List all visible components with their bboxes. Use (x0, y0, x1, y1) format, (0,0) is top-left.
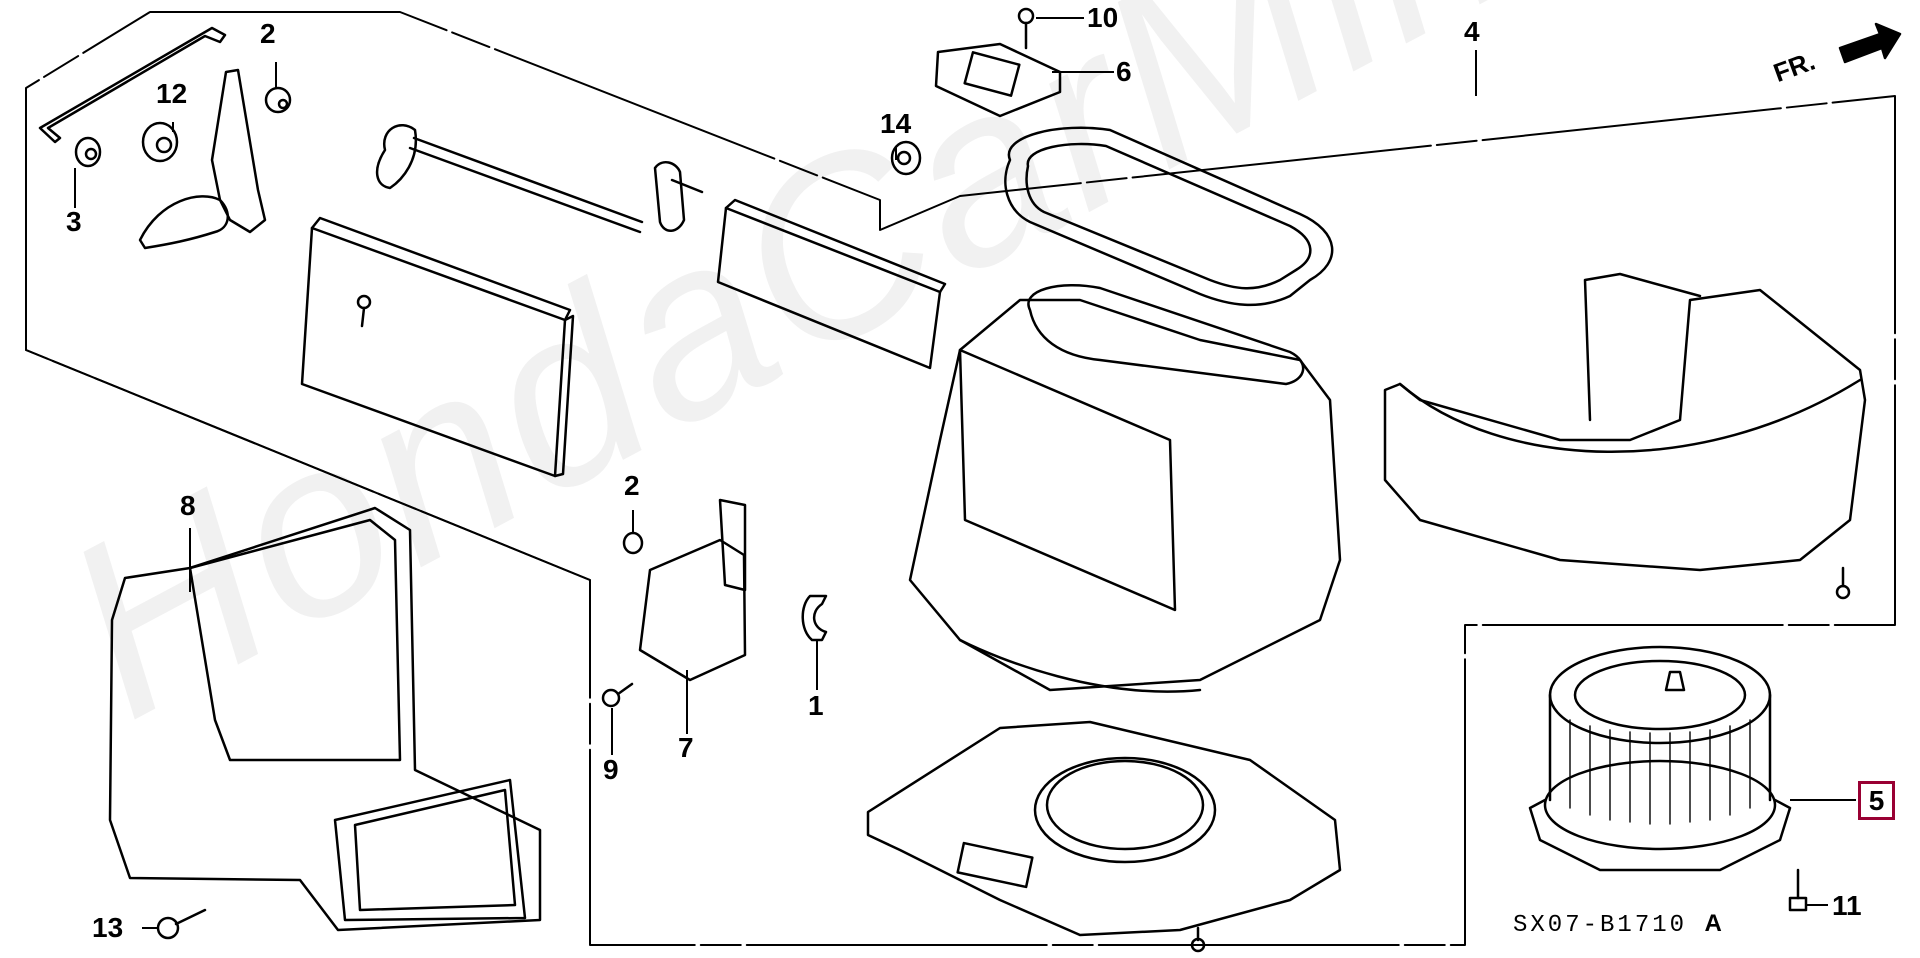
damper-door-part (716, 198, 947, 370)
nut-3-part (74, 136, 102, 168)
callout-8[interactable]: 8 (180, 490, 196, 521)
callout-7[interactable]: 7 (678, 732, 694, 763)
housing-part (908, 284, 1342, 693)
grommet-2-part (264, 86, 292, 114)
callout-14[interactable]: 14 (880, 108, 912, 139)
grommet-2b-part (622, 531, 644, 555)
callout-6[interactable]: 6 (1116, 56, 1132, 87)
screw-scroll-part (1835, 566, 1851, 600)
callout-3[interactable]: 3 (66, 206, 82, 237)
duct-part (108, 506, 542, 932)
small-lever-part (653, 160, 704, 232)
screw-9-part (601, 682, 634, 708)
base-plate-part (866, 720, 1342, 937)
boundary-left-group (25, 11, 1896, 946)
callout-4[interactable]: 4 (1464, 16, 1480, 47)
rod-part (38, 26, 227, 144)
callout-1[interactable]: 1 (808, 690, 824, 721)
part-code-suffix: A (1704, 910, 1725, 937)
callout-12[interactable]: 12 (156, 78, 188, 109)
callout-2-top[interactable]: 2 (260, 18, 276, 49)
diagram-code: SX07-B1710 A (1513, 910, 1725, 939)
leader-lines (74, 17, 1856, 929)
gasket-part (1004, 126, 1334, 307)
screw-small-part (356, 294, 372, 328)
clip-part (801, 594, 828, 642)
front-arrow-icon (1838, 22, 1902, 64)
screw-plate-part (1190, 926, 1206, 953)
shaft-part (375, 124, 644, 234)
boundary-line (25, 349, 591, 581)
nut-14-part (890, 140, 922, 176)
callout-5-highlighted[interactable]: 5 (1858, 781, 1895, 820)
bolt-13-part (156, 908, 207, 940)
lever-part (138, 68, 267, 250)
callout-13[interactable]: 13 (92, 912, 124, 943)
scroll-housing-part (1383, 272, 1867, 572)
screw-10-part (1017, 7, 1035, 50)
callout-2-mid[interactable]: 2 (624, 470, 640, 501)
callout-9[interactable]: 9 (603, 754, 619, 785)
callout-10[interactable]: 10 (1087, 2, 1119, 33)
nut-12-part (141, 121, 179, 163)
resistor-part (934, 42, 1062, 118)
actuator-part (638, 498, 747, 682)
filter-door-part (300, 216, 575, 478)
blower-motor-part (1528, 645, 1792, 872)
screw-11-part (1788, 868, 1808, 912)
part-code: SX07-B1710 (1513, 912, 1688, 939)
callout-11[interactable]: 11 (1832, 890, 1862, 921)
